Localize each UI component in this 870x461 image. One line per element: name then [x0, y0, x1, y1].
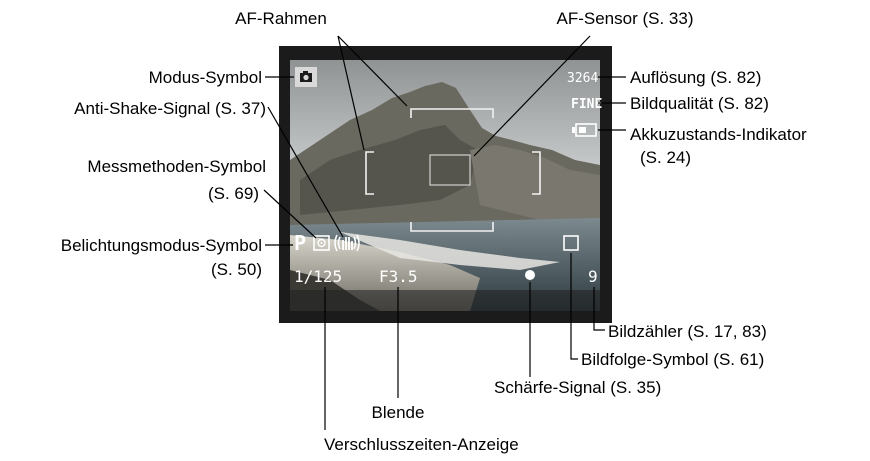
- label-af-frames: AF-Rahmen: [235, 9, 327, 28]
- label-exposure-mode: Belichtungsmodus-Symbol: [61, 236, 262, 255]
- label-antishake: Anti-Shake-Signal (S. 37): [74, 99, 266, 118]
- resolution-readout: 3264: [567, 71, 598, 86]
- focus-dot-icon: [525, 270, 535, 280]
- label-af-sensor: AF-Sensor (S. 33): [557, 9, 694, 28]
- label-quality: Bildqualität (S. 82): [630, 94, 769, 113]
- quality-readout: FINE: [571, 97, 602, 112]
- label-mode-symbol: Modus-Symbol: [149, 68, 262, 87]
- label-metering: Messmethoden-Symbol: [87, 157, 266, 176]
- label-frame-counter: Bildzähler (S. 17, 83): [608, 322, 767, 341]
- label-battery-page: (S. 24): [640, 148, 691, 167]
- frame-count-readout: 9: [588, 267, 598, 286]
- camera-icon: [295, 67, 317, 87]
- shutter-speed-readout: 1/125: [294, 267, 342, 286]
- label-shutter: Verschlusszeiten-Anzeige: [324, 435, 519, 454]
- label-aperture: Blende: [372, 403, 425, 422]
- label-battery: Akkuzustands-Indikator: [630, 125, 807, 144]
- label-drive-mode: Bildfolge-Symbol (S. 61): [581, 350, 764, 369]
- exposure-mode-readout: P: [294, 231, 306, 255]
- label-exposure-mode-page: (S. 50): [211, 260, 262, 279]
- aperture-readout: F3.5: [379, 267, 418, 286]
- label-focus-signal: Schärfe-Signal (S. 35): [494, 378, 661, 397]
- label-resolution: Auflösung (S. 82): [630, 68, 761, 87]
- label-metering-page: (S. 69): [208, 184, 259, 203]
